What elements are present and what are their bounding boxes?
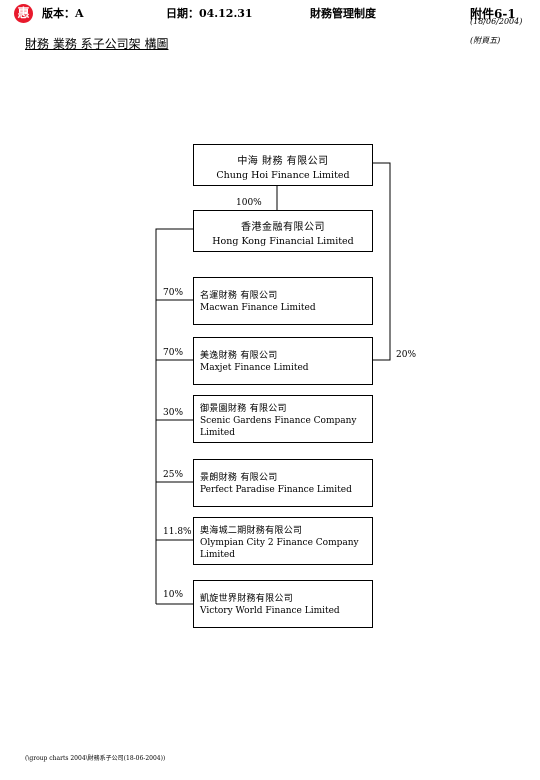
subsidiary-name-en: Maxjet Finance Limited: [200, 363, 309, 373]
subsidiary-name-en: Olympian City 2 Finance Company Limited: [200, 538, 359, 560]
page-title: 財務 業務 系子公司架 構圖: [25, 37, 169, 51]
subsidiary-name-en: Scenic Gardens Finance Company Limited: [200, 416, 357, 438]
subsidiary-box: 奧海城二期財務有限公司 Olympian City 2 Finance Comp…: [193, 517, 373, 565]
subsidiary-box: 凱旋世界財務有限公司 Victory World Finance Limited: [193, 580, 373, 628]
subsidiary-percent: 30%: [163, 408, 184, 418]
subsidiary-name-en: Perfect Paradise Finance Limited: [200, 485, 352, 495]
parent-company-box: 中海 財務 有限公司 Chung Hoi Finance Limited: [193, 144, 373, 186]
parent-company-name-zh: 中海 財務 有限公司: [237, 156, 329, 167]
subsidiary-percent: 25%: [163, 470, 184, 480]
parent-holding-percent: 100%: [236, 198, 262, 208]
version-label: 版本：A: [42, 7, 84, 20]
subsidiary-name-zh: 奧海城二期財務有限公司: [200, 526, 303, 536]
appendix-label: 附件6-1: [470, 7, 516, 21]
subsidiary-name-zh: 景朗財務 有限公司: [200, 473, 278, 483]
direct-holding-percent: 20%: [396, 350, 417, 360]
subsidiary-box: 景朗財務 有限公司 Perfect Paradise Finance Limit…: [193, 459, 373, 507]
date-label: 日期：04.12.31: [166, 7, 253, 20]
subsidiary-name-zh: 御景園財務 有限公司: [200, 404, 287, 414]
subsidiary-name-zh: 美逸財務 有限公司: [200, 351, 278, 361]
subsidiary-name-en: Macwan Finance Limited: [200, 303, 316, 313]
page-reference: (附頁五): [470, 36, 501, 45]
company-logo: 惠: [14, 4, 33, 23]
holding-company-box: 香港金融有限公司 Hong Kong Financial Limited: [193, 210, 373, 252]
subsidiary-box: 美逸財務 有限公司 Maxjet Finance Limited: [193, 337, 373, 385]
parent-company-name-en: Chung Hoi Finance Limited: [216, 170, 350, 181]
subsidiary-box: 御景園財務 有限公司 Scenic Gardens Finance Compan…: [193, 395, 373, 443]
subsidiary-box: 名運財務 有限公司 Macwan Finance Limited: [193, 277, 373, 325]
subsidiary-percent: 70%: [163, 348, 184, 358]
subsidiary-name-zh: 名運財務 有限公司: [200, 291, 278, 301]
subsidiary-name-en: Victory World Finance Limited: [200, 606, 340, 616]
holding-company-name-en: Hong Kong Financial Limited: [212, 236, 354, 247]
manual-title: 財務管理制度: [310, 7, 376, 20]
subsidiary-percent: 10%: [163, 590, 184, 600]
holding-company-name-zh: 香港金融有限公司: [241, 222, 325, 233]
file-path-footer: (\group charts 2004\財務系子公司(18-06-2004)): [25, 755, 166, 762]
appendix-date: (18/06/2004): [470, 17, 523, 26]
subsidiary-percent: 11.8%: [163, 527, 192, 537]
subsidiary-percent: 70%: [163, 288, 184, 298]
subsidiary-name-zh: 凱旋世界財務有限公司: [200, 594, 294, 604]
